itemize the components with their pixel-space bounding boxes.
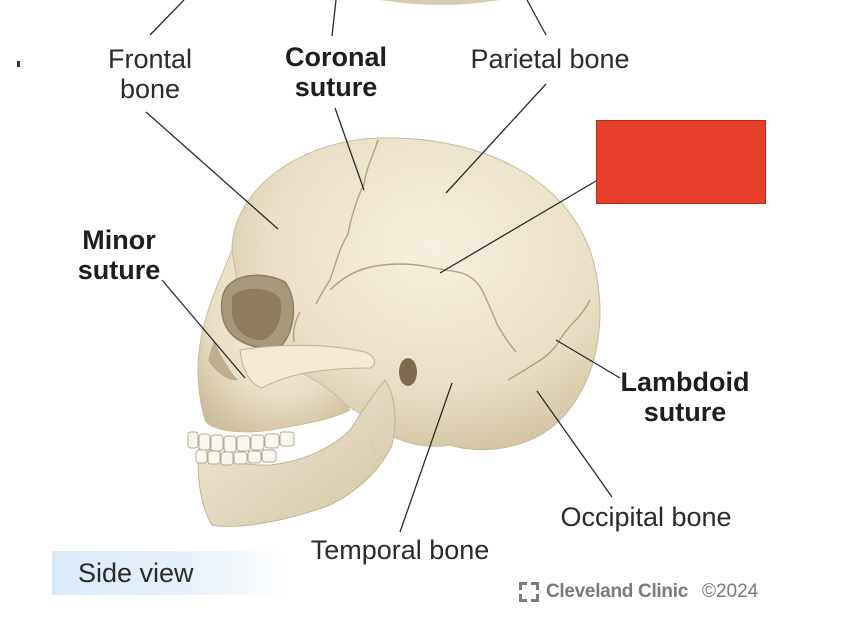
- side-view-caption: Side view: [52, 551, 288, 595]
- label-frontal-bone: Frontal bone: [107, 44, 193, 104]
- suture-lines: [292, 139, 591, 381]
- mandible: [197, 379, 396, 527]
- copyright: ©2024: [701, 581, 759, 602]
- label-occipital-bone: Occipital bone: [560, 502, 732, 532]
- redacted-label-box: [596, 120, 766, 204]
- top-skull-edge: [380, 0, 500, 5]
- label-lambdoid-suture: Lambdoid suture: [620, 367, 750, 427]
- stray-mark: [17, 61, 20, 67]
- label-parietal-bone: Parietal bone: [470, 44, 630, 74]
- teeth: [187, 431, 295, 466]
- label-minor-suture: Minor suture: [77, 225, 161, 285]
- cleveland-clinic-cross-icon: [519, 582, 539, 602]
- ear-canal: [399, 358, 417, 386]
- side-view-text: Side view: [78, 558, 194, 588]
- brand-footer: Cleveland Clinic ©2024: [518, 580, 758, 604]
- leader-lines: [145, 0, 621, 533]
- brand-name: Cleveland Clinic: [546, 581, 688, 602]
- label-coronal-suture: Coronal suture: [284, 42, 387, 102]
- label-temporal-bone: Temporal bone: [310, 535, 490, 565]
- zygomatic-arch: [239, 344, 376, 389]
